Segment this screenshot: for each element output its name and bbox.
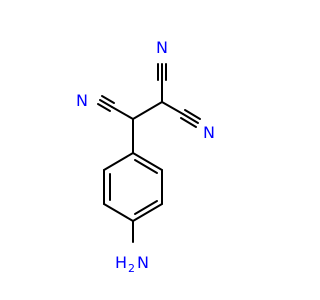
amine-subscript-label: 2: [128, 262, 135, 275]
ring-bond-bottom-right-inner: [134, 200, 158, 215]
molecule-diagram: N N N H 2 N: [76, 38, 215, 275]
right-triple-bond-2: [184, 109, 201, 120]
left-triple-bond-3: [97, 103, 111, 112]
amine-n-label: N: [137, 253, 149, 272]
ring-bond-top-right: [132, 152, 163, 171]
left-triple-bond-1: [99, 99, 113, 108]
right-triple-bond-3: [180, 117, 197, 128]
amine-h-label: H: [115, 253, 127, 272]
ring-bond-top-right-inner: [134, 159, 158, 174]
left-triple-bond-2: [101, 95, 115, 104]
top-nitrile: N: [156, 38, 168, 103]
left-c-c-bond: [111, 106, 134, 120]
ch-ch-bond: [132, 101, 163, 120]
ring-bond-bottom-left: [103, 203, 134, 222]
right-nitrogen-label: N: [203, 123, 215, 142]
right-triple-bond-1: [182, 113, 199, 124]
benzene-ring: [103, 152, 163, 222]
ring-bond-bottom-right: [132, 203, 163, 222]
top-nitrogen-label: N: [156, 38, 168, 57]
right-nitrile: N: [161, 101, 215, 142]
right-c-c-bond: [161, 101, 184, 115]
amine-group: H 2 N: [115, 220, 149, 275]
ring-bond-top-left: [103, 152, 134, 171]
left-nitrile: N: [76, 91, 134, 120]
left-nitrogen-label: N: [76, 91, 88, 110]
